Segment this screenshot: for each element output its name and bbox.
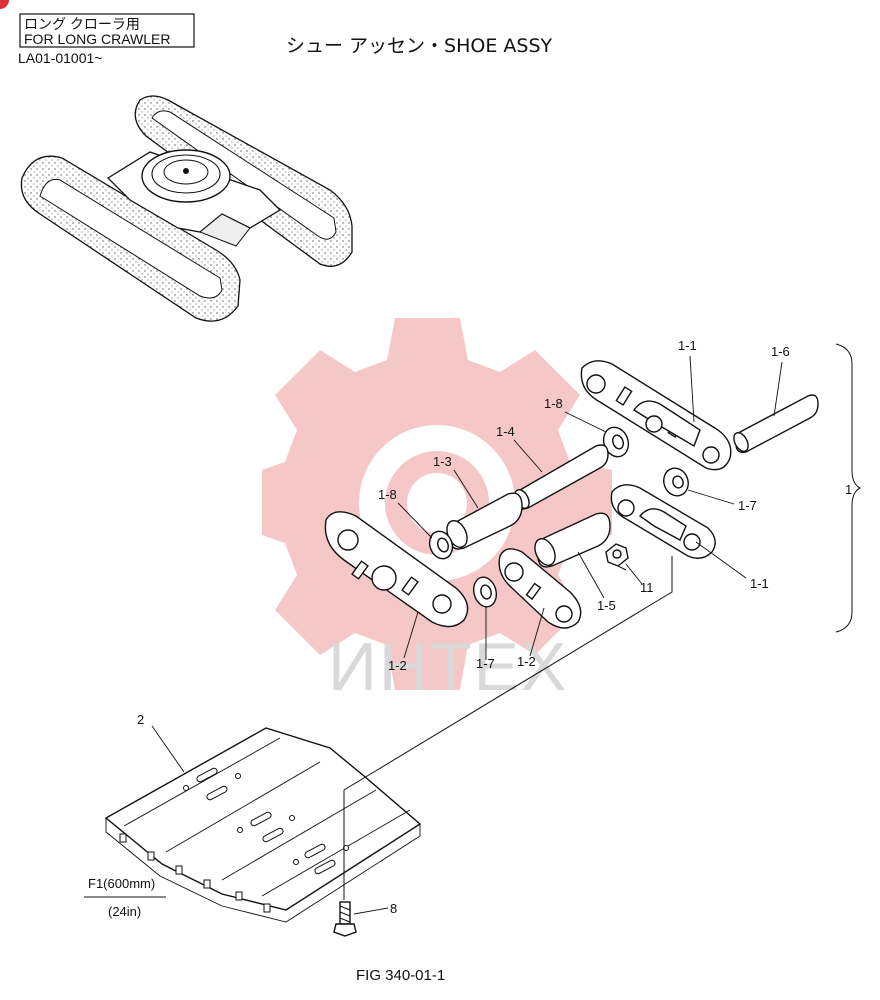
track-link-1-1-top [580, 360, 732, 471]
callout-1-2-mid: 1-2 [517, 654, 536, 669]
assembly-line-nut [617, 565, 627, 571]
track-link-1-2-mid [498, 548, 582, 629]
long-crawler-label-en: FOR LONG CRAWLER [24, 31, 171, 47]
group-bracket-1 [835, 343, 862, 633]
corner-badge [0, 0, 9, 9]
leader-lines [151, 355, 783, 915]
track-link-1-2-left [324, 511, 469, 628]
callout-1: 1 [845, 482, 852, 497]
callout-1-1-top: 1-1 [678, 338, 697, 353]
callout-1-6: 1-6 [771, 344, 790, 359]
callout-1-7-bottom: 1-7 [476, 656, 495, 671]
callout-1-2-left: 1-2 [388, 658, 407, 673]
shoe-size-metric: F1(600mm) [88, 876, 155, 891]
undercarriage-illustration [20, 95, 353, 322]
bushing-1-5 [534, 512, 611, 568]
callout-8: 8 [390, 901, 397, 916]
long-crawler-label-box [19, 13, 195, 48]
figure-number: FIG 340-01-1 [356, 967, 445, 984]
page-title: シュー アッセン・SHOE ASSY [286, 35, 553, 57]
callout-1-4: 1-4 [496, 424, 515, 439]
callout-1-5: 1-5 [597, 598, 616, 613]
callout-1-1-bottom: 1-1 [750, 576, 769, 591]
callout-2: 2 [137, 712, 144, 727]
shoe-size-imperial: (24in) [108, 904, 141, 919]
callout-1-3: 1-3 [433, 454, 452, 469]
bolt-8 [333, 901, 357, 937]
track-pin-1-6 [733, 394, 819, 454]
long-crawler-label-jp: ロング クローラ用 [24, 16, 140, 32]
callout-1-8-top: 1-8 [544, 396, 563, 411]
seal-1-7-bottom [472, 576, 498, 608]
seal-1-8-left [428, 530, 454, 560]
watermark-text: ИНТЕХ [328, 629, 568, 705]
seal-1-7-right [663, 467, 689, 497]
callout-11: 11 [640, 580, 654, 595]
callout-1-7-right: 1-7 [738, 498, 757, 513]
track-shoe-2 [104, 727, 422, 923]
seal-1-8-top [602, 426, 630, 458]
serial-range: LA01-01001~ [18, 50, 102, 66]
assembly-line-shoe [343, 556, 673, 900]
callout-1-8-left: 1-8 [378, 487, 397, 502]
nut-11 [605, 543, 629, 567]
track-link-1-1-bottom [610, 484, 716, 559]
